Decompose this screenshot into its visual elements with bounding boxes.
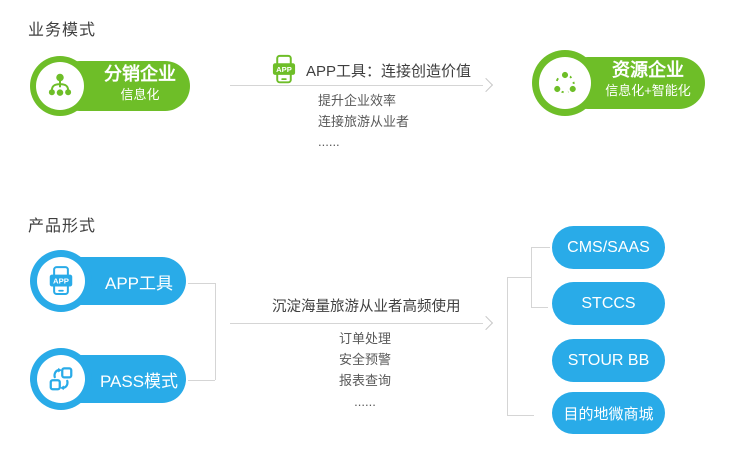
node-subtitle: 信息化+智能化 — [605, 83, 691, 98]
section-title-business-model: 业务模式 — [28, 22, 97, 39]
app-tool-label: APP工具 — [104, 274, 174, 293]
app-phone-icon: APP — [49, 265, 73, 295]
flow-arrow-head-1 — [478, 77, 494, 93]
bullet-item: 安全预警 — [338, 352, 391, 367]
flow-arrow-head-2 — [478, 315, 494, 331]
tree-stub-outer-bottom — [507, 415, 534, 416]
swap-icon — [49, 367, 73, 391]
bullet-item: ...... — [318, 134, 340, 149]
flow-bullets-product: 订单处理 安全预警 报表查询 ...... — [300, 328, 430, 412]
flow-arrow-line-2 — [230, 323, 483, 324]
tree-stub-stccs — [531, 307, 548, 308]
pass-mode-label: PASS模式 — [99, 372, 179, 391]
bullet-item: 报表查询 — [338, 373, 391, 388]
app-tool-node-circle: APP — [30, 250, 92, 312]
section-title-product-form: 产品形式 — [28, 218, 97, 235]
bracket-vertical-left — [215, 283, 216, 380]
tree-stub-outer-top — [507, 277, 531, 278]
bullet-item: 提升企业效率 — [318, 93, 397, 108]
node-title: 分销企业 — [104, 64, 176, 84]
flow-arrow-line-1 — [230, 85, 483, 86]
tree-stub-cms — [531, 247, 550, 248]
app-badge-label: APP — [53, 276, 69, 285]
tree-vertical-outer — [507, 277, 508, 416]
resource-node-circle — [532, 50, 598, 116]
product-pill-cms-saas: CMS/SAAS — [552, 226, 665, 269]
bracket-stub-app-tool — [188, 283, 215, 284]
app-phone-icon: APP — [272, 54, 296, 84]
network-icon — [552, 69, 578, 95]
product-pill-stccs: STCCS — [552, 282, 665, 325]
tree-vertical-inner — [531, 247, 532, 308]
node-distribution-enterprise: 分销企业 信息化 — [30, 56, 190, 116]
flow-heading-product: 沉淀海量旅游从业者高频使用 — [272, 299, 461, 315]
node-subtitle: 信息化 — [120, 87, 160, 102]
node-title: 资源企业 — [612, 60, 684, 80]
bracket-stub-pass-mode — [188, 380, 215, 381]
app-badge-label: APP — [276, 65, 292, 74]
flow-bullets-business: 提升企业效率 连接旅游从业者 ...... — [318, 91, 409, 153]
node-pass-mode: PASS模式 — [30, 348, 186, 410]
product-pill-destination-mall: 目的地微商城 — [552, 392, 665, 434]
org-hierarchy-icon — [48, 73, 72, 96]
bullet-item: 连接旅游从业者 — [318, 113, 410, 129]
node-app-tool: APP APP工具 — [30, 250, 186, 312]
bullet-item: 订单处理 — [338, 331, 391, 346]
bullet-item: ...... — [354, 394, 376, 409]
flow-heading-business: APP工具：连接创造价值 — [306, 63, 472, 80]
distribution-node-circle — [30, 56, 90, 116]
node-resource-enterprise: 资源企业 信息化+智能化 — [532, 50, 705, 116]
pass-mode-node-circle — [30, 348, 92, 410]
product-pill-stour-bb: STOUR BB — [552, 339, 665, 382]
